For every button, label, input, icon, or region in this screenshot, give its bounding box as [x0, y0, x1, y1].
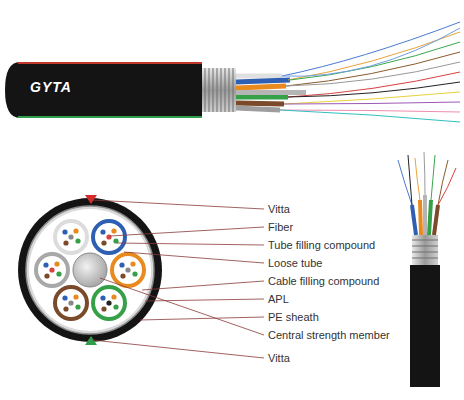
part-label: Vitta — [268, 351, 290, 365]
armor-corrugation — [205, 68, 233, 112]
fibers — [398, 152, 456, 205]
cable-marking: GYTA — [30, 80, 72, 94]
vitta-stripe — [18, 62, 202, 64]
fiber-dots — [43, 228, 137, 311]
loose-tube — [93, 287, 125, 319]
part-label: Central strength member — [268, 328, 390, 342]
pe-sheath-ring — [18, 198, 162, 342]
loose-tube — [93, 221, 125, 253]
central-strength-member — [236, 90, 306, 95]
apl-ring — [26, 206, 154, 334]
pe-sheath — [410, 265, 440, 387]
apl-armor — [412, 235, 438, 265]
pe-sheath — [5, 62, 202, 118]
loose-tube — [55, 221, 87, 253]
central-strength-member — [73, 253, 107, 287]
apl-armor — [202, 68, 236, 112]
part-label: APL — [268, 292, 289, 306]
fibers — [280, 22, 460, 122]
leader-line — [140, 317, 264, 320]
leader-line — [110, 227, 264, 236]
vertical-cable — [398, 152, 456, 387]
loose-tube — [55, 287, 87, 319]
cable-cross-section — [18, 195, 162, 345]
horizontal-cable — [5, 22, 460, 122]
leader-line — [100, 278, 264, 335]
leader-line — [92, 200, 264, 209]
loose-tube-set — [36, 221, 144, 319]
leader-line — [142, 281, 264, 290]
loose-tubes — [412, 195, 438, 235]
leader-line — [92, 340, 264, 358]
vitta-marker — [85, 195, 97, 204]
part-label: Loose tube — [268, 256, 322, 270]
part-label: PE sheath — [268, 310, 319, 324]
leader-line — [124, 252, 264, 263]
loose-tube — [36, 254, 68, 286]
vitta-stripe — [18, 116, 202, 118]
armor-corrugation — [412, 240, 438, 258]
part-label: Vitta — [268, 202, 290, 216]
part-label: Tube filling compound — [268, 238, 375, 252]
loose-tube — [112, 254, 144, 286]
leader-lines — [92, 200, 264, 358]
part-label: Fiber — [268, 220, 293, 234]
cable-filling — [29, 209, 151, 331]
part-label: Cable filling compound — [268, 274, 379, 288]
leader-line — [117, 243, 264, 245]
